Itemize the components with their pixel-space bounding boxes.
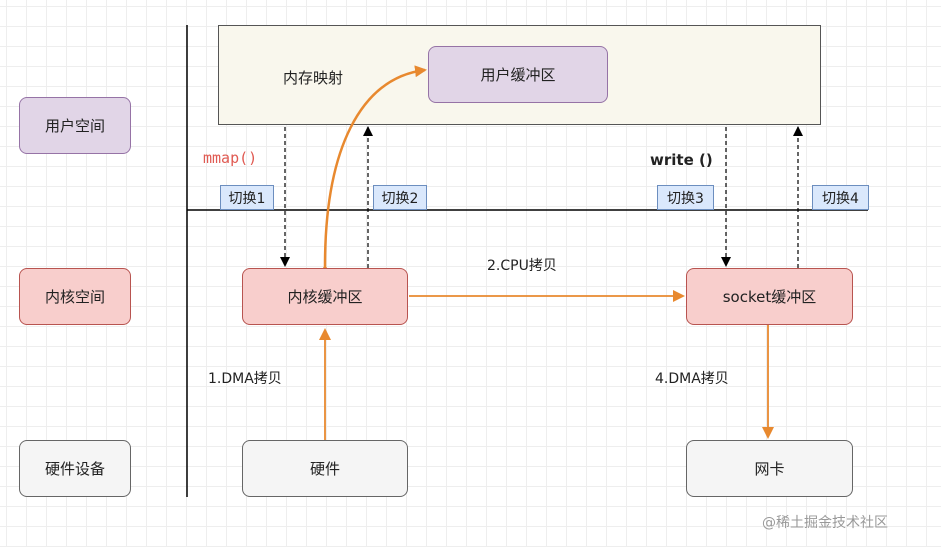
cpu-copy-2-label: 2.CPU拷贝 (487, 258, 557, 274)
mmap-call-label: mmap() (203, 149, 258, 167)
nic-box: 网卡 (686, 440, 853, 497)
kernel-space-label: 内核空间 (19, 268, 131, 325)
switch-2-tag: 切换2 (373, 185, 427, 210)
switch-4-tag: 切换4 (812, 185, 869, 210)
kernel-buffer-box: 内核缓冲区 (242, 268, 408, 325)
user-buffer-box: 用户缓冲区 (428, 46, 608, 103)
mmap-mapping-arrow (318, 65, 427, 277)
hardware-devices-label: 硬件设备 (19, 440, 131, 497)
write-call-label: write () (650, 151, 713, 169)
memory-mapping-label: 内存映射 (283, 69, 344, 87)
switch-1-tag: 切换1 (220, 185, 274, 210)
watermark: @稀土掘金技术社区 (762, 515, 888, 531)
socket-buffer-box: socket缓冲区 (686, 268, 853, 325)
user-space-label: 用户空间 (19, 97, 131, 154)
hardware-box: 硬件 (242, 440, 408, 497)
dma-copy-1-label: 1.DMA拷贝 (208, 371, 282, 387)
dma-copy-4-label: 4.DMA拷贝 (655, 371, 729, 387)
switch-3-tag: 切换3 (657, 185, 714, 210)
